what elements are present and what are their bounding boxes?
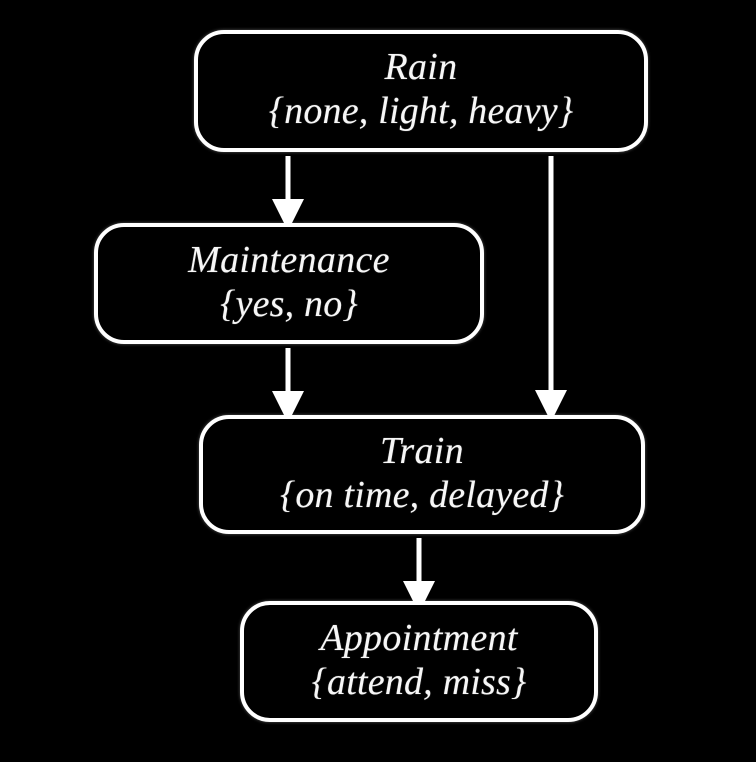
node-maintenance[interactable]: Maintenance {yes, no} — [94, 223, 484, 344]
node-train[interactable]: Train {on time, delayed} — [199, 415, 645, 534]
node-appointment-states: {attend, miss} — [311, 660, 527, 703]
node-maintenance-states: {yes, no} — [220, 282, 358, 325]
node-appointment-label: Appointment — [320, 616, 518, 659]
node-train-states: {on time, delayed} — [279, 473, 565, 516]
node-rain-states: {none, light, heavy} — [268, 90, 574, 133]
node-train-label: Train — [380, 429, 464, 472]
node-rain-label: Rain — [384, 46, 458, 89]
node-maintenance-label: Maintenance — [188, 238, 390, 281]
node-rain[interactable]: Rain {none, light, heavy} — [194, 30, 648, 152]
node-appointment[interactable]: Appointment {attend, miss} — [240, 601, 598, 722]
